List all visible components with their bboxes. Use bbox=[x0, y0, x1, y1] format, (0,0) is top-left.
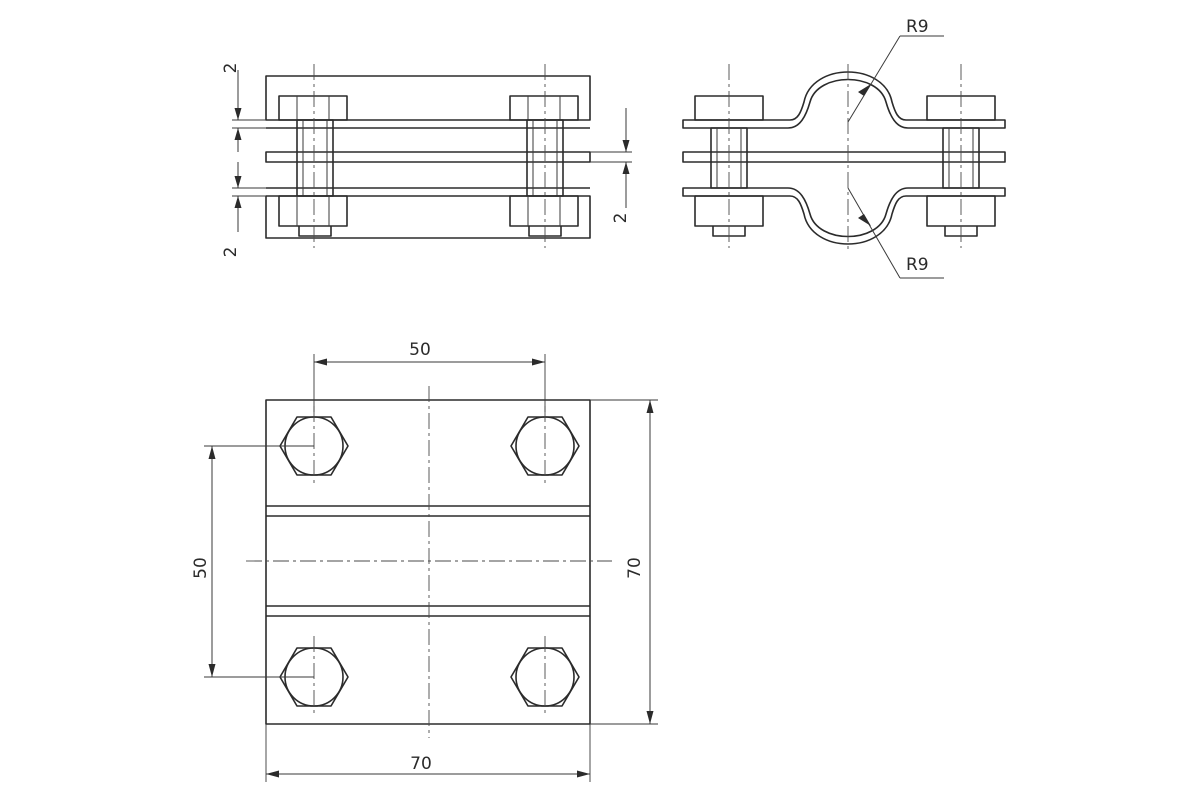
plan-dim-height: 70 bbox=[625, 557, 645, 579]
plan-view: 50 50 70 70 bbox=[191, 340, 658, 782]
front-view: 2 2 2 bbox=[221, 63, 632, 258]
front-top-plate bbox=[265, 75, 591, 121]
front-dim-top-plate: 2 bbox=[221, 63, 241, 74]
side-view: R9 R9 bbox=[682, 17, 1006, 279]
side-middle-plate bbox=[682, 151, 1006, 163]
plan-dim-bolt-spacing-vertical: 50 bbox=[191, 557, 211, 579]
side-upper-saddle bbox=[682, 71, 1006, 129]
front-bottom-plate bbox=[265, 195, 591, 239]
plan-dim-bolt-spacing-horizontal: 50 bbox=[409, 340, 431, 360]
front-middle-plate bbox=[265, 151, 591, 163]
front-nut-left bbox=[278, 195, 348, 227]
side-radius-top: R9 bbox=[906, 17, 929, 37]
plan-outline bbox=[265, 399, 591, 725]
side-radius-bottom: R9 bbox=[906, 255, 929, 275]
front-dim-middle-gap: 2 bbox=[611, 213, 631, 224]
front-dim-bottom-plate: 2 bbox=[221, 247, 241, 258]
front-bolt-head-left bbox=[278, 95, 348, 121]
front-bolt-shaft-left bbox=[296, 119, 334, 197]
front-nut-right bbox=[509, 195, 579, 227]
front-bolt-head-right bbox=[509, 95, 579, 121]
plan-dim-width: 70 bbox=[410, 754, 432, 774]
